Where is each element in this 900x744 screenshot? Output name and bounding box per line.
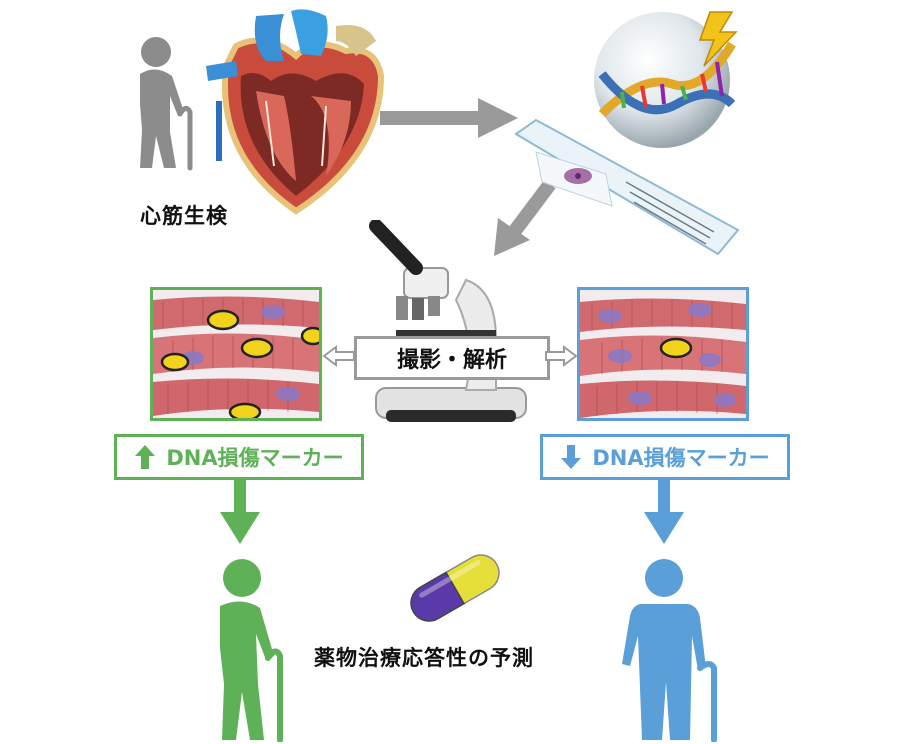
imaging-analysis-text: 撮影・解析 xyxy=(396,348,507,373)
left-hollow-arrow-icon xyxy=(322,345,355,367)
up-arrow-icon xyxy=(135,445,156,469)
biopsy-caption: 心筋生検 xyxy=(140,204,228,228)
imaging-analysis-label: 撮影・解析 xyxy=(354,336,550,380)
right-arrow-icon xyxy=(380,98,518,138)
green-down-arrow-icon xyxy=(220,480,260,544)
dna-damage-marker-low-label: DNA損傷マーカー xyxy=(540,434,790,480)
marker-high-text: DNA損傷マーカー xyxy=(166,446,344,470)
right-hollow-arrow-icon xyxy=(545,345,578,367)
standing-person-blue-icon xyxy=(622,559,717,742)
microscope-slide-illustration xyxy=(514,118,740,256)
marker-low-text: DNA損傷マーカー xyxy=(592,446,770,470)
capsule-pill-icon xyxy=(410,554,500,622)
elderly-person-green-icon xyxy=(220,559,283,742)
microscope-illustration xyxy=(369,220,527,422)
tissue-image-low-damage xyxy=(577,287,749,421)
down-arrow-icon xyxy=(561,445,582,469)
drug-response-prediction-caption: 薬物治療応答性の予測 xyxy=(314,646,534,670)
blue-down-arrow-icon xyxy=(644,480,684,544)
down-left-arrow-icon xyxy=(494,180,556,256)
dna-sphere-illustration xyxy=(594,11,738,148)
dna-damage-marker-high-label: DNA損傷マーカー xyxy=(114,434,364,480)
heart-cross-section-illustration xyxy=(206,9,385,215)
tissue-image-high-damage xyxy=(150,287,322,421)
elderly-person-gray-icon xyxy=(140,37,193,171)
